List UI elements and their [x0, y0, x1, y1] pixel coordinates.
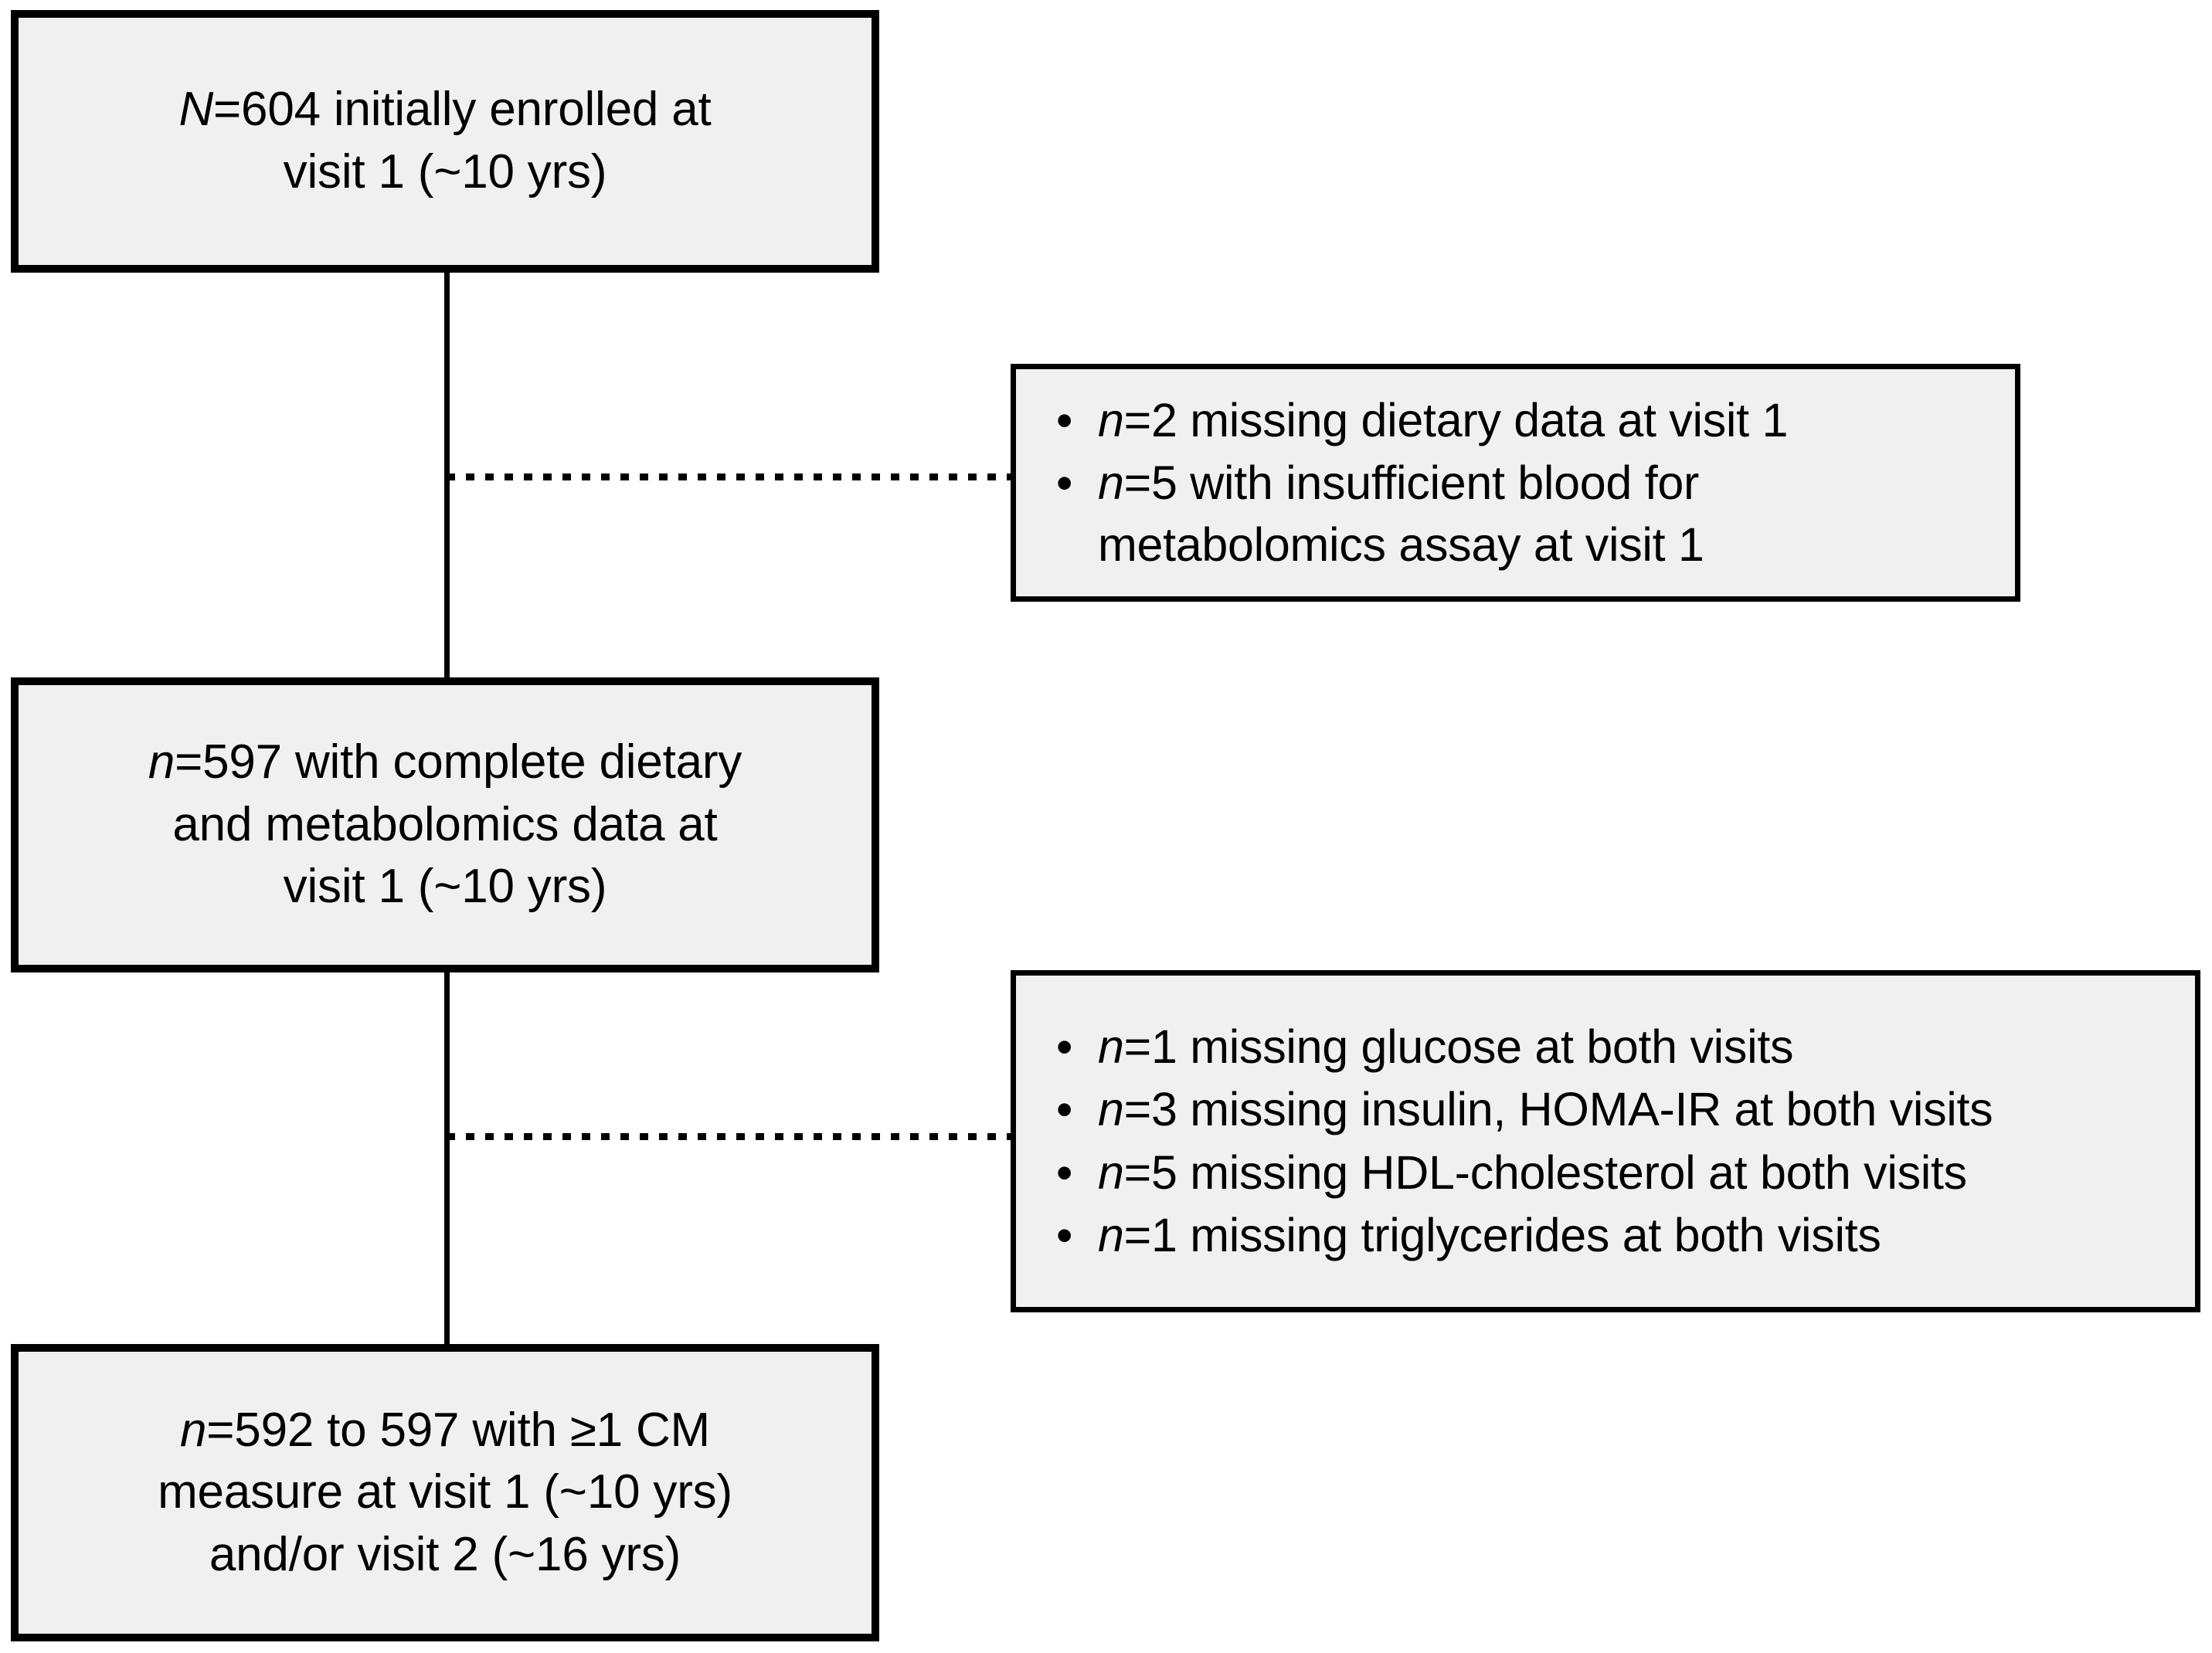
node-enrolled-text: N=604 initially enrolled at visit 1 (~10… — [160, 79, 729, 203]
list-item-italic-prefix: n — [1098, 394, 1124, 447]
node-enrolled-italic-prefix: N — [178, 83, 214, 137]
list-item-text: =2 missing dietary data at visit 1 — [1123, 394, 1789, 447]
node-analytic-sample-text: n=592 to 597 with ≥1 CM measure at visit… — [139, 1400, 751, 1587]
list-item-text: =1 missing triglycerides at both visits — [1123, 1208, 1881, 1261]
bullet-icon: • — [1056, 1146, 1073, 1199]
list-item: • n=2 missing dietary data at visit 1 — [1050, 390, 1992, 451]
bullet-icon: • — [1056, 457, 1073, 510]
list-item-text: =3 missing insulin, HOMA-IR at both visi… — [1123, 1083, 1993, 1136]
list-item: • n=5 with insufficient blood for metabol… — [1050, 453, 1992, 575]
list-item: • n=1 missing triglycerides at both visit… — [1050, 1205, 2172, 1266]
bullet-icon: • — [1056, 394, 1073, 447]
list-item-italic-prefix: n — [1098, 1083, 1124, 1136]
list-item-text: =5 missing HDL-cholesterol at both visit… — [1123, 1146, 1968, 1199]
node-complete-data: n=597 with complete dietary and metabolo… — [11, 677, 879, 972]
node-analytic-sample-italic-prefix: n — [179, 1403, 207, 1457]
node-enrolled-body: =604 initially enrolled at visit 1 (~10 … — [213, 83, 712, 199]
list-item: • n=3 missing insulin, HOMA-IR at both vi… — [1050, 1079, 2172, 1140]
node-complete-data-text: n=597 with complete dietary and metabolo… — [130, 731, 760, 918]
list-item-italic-prefix: n — [1098, 1208, 1124, 1261]
node-analytic-sample-body: =592 to 597 with ≥1 CM measure at visit … — [158, 1403, 732, 1581]
exclusions-visit1-list: •n=2 missing dietary data at visit 1 •n=… — [1016, 390, 2015, 575]
list-item-italic-prefix: n — [1098, 457, 1124, 510]
list-item-italic-prefix: n — [1098, 1146, 1124, 1199]
node-exclusions-visit1: •n=2 missing dietary data at visit 1 •n=… — [1011, 364, 2020, 602]
node-enrolled: N=604 initially enrolled at visit 1 (~10… — [11, 10, 879, 273]
connector-branch-exclusions-visit1 — [447, 473, 1015, 480]
connector-branch-exclusions-cm — [447, 1133, 1015, 1140]
list-item: • n=5 missing HDL-cholesterol at both vis… — [1050, 1142, 2172, 1203]
node-exclusions-cm: •n=1 missing glucose at both visits •n=3… — [1011, 970, 2200, 1312]
bullet-icon: • — [1056, 1083, 1073, 1136]
connector-complete-to-analytic — [444, 967, 450, 1349]
list-item-text: =5 with insufficient blood for metabolom… — [1098, 457, 1704, 571]
node-complete-data-italic-prefix: n — [148, 735, 175, 789]
exclusions-cm-list: •n=1 missing glucose at both visits •n=3… — [1016, 1017, 2195, 1266]
node-analytic-sample: n=592 to 597 with ≥1 CM measure at visit… — [11, 1344, 879, 1641]
list-item-text: =1 missing glucose at both visits — [1123, 1020, 1794, 1073]
list-item-italic-prefix: n — [1098, 1020, 1124, 1073]
bullet-icon: • — [1056, 1208, 1073, 1261]
node-complete-data-body: =597 with complete dietary and metabolom… — [172, 735, 742, 914]
bullet-icon: • — [1056, 1020, 1073, 1073]
list-item: • n=1 missing glucose at both visits — [1050, 1017, 2172, 1078]
